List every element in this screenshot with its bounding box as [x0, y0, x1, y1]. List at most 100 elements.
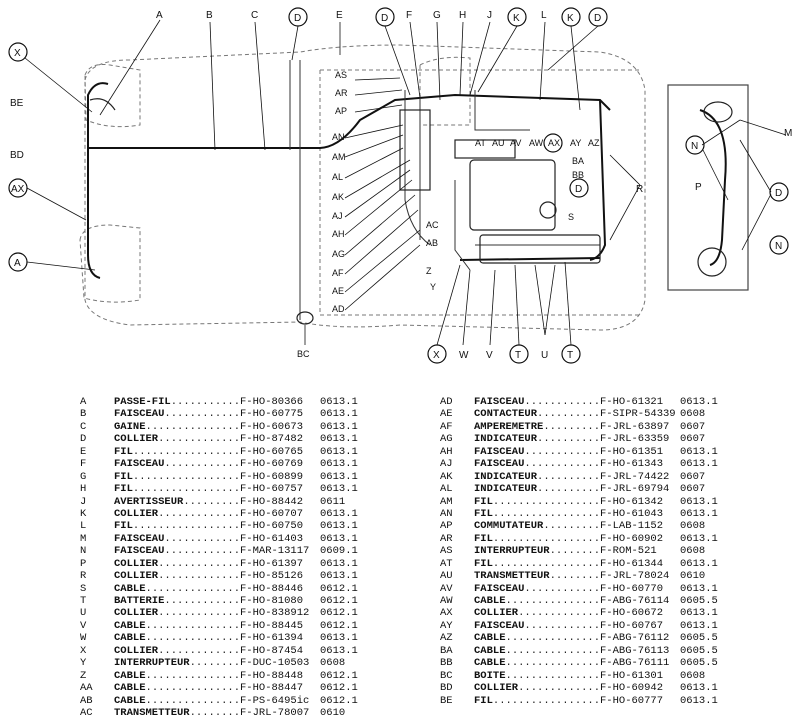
part-reference: F-SIPR-54339: [600, 408, 676, 421]
callout-al: AL: [332, 172, 343, 182]
part-category: 0613.1: [320, 644, 358, 657]
part-name: CABLE: [114, 582, 146, 595]
leader-dots: ................................: [158, 433, 240, 446]
leader-dots: ................................: [189, 706, 240, 719]
parts-row: VCABLE................................F-…: [80, 620, 400, 632]
parts-row: CGAINE................................F-…: [80, 421, 400, 433]
callout-az: AZ: [588, 138, 600, 148]
part-code: AB: [80, 694, 93, 707]
part-reference: F-HO-61043: [600, 507, 664, 520]
callout-n-1: N: [691, 141, 698, 152]
part-reference: F-JRL-63359: [600, 433, 670, 446]
parts-row: HFIL................................F-HO…: [80, 483, 400, 495]
part-code: AA: [80, 682, 93, 695]
part-category: 0613.1: [320, 570, 358, 583]
leader-dots: ................................: [492, 495, 600, 508]
part-code: AH: [440, 445, 453, 458]
part-name: CABLE: [474, 632, 506, 645]
part-code: P: [80, 557, 87, 570]
part-name: INDICATEUR: [474, 483, 538, 496]
callout-m: M: [784, 128, 792, 139]
part-category: 0607: [680, 433, 706, 446]
part-name-cell: FAISCEAU................................: [474, 620, 600, 632]
leader-dots: ................................: [183, 495, 240, 508]
parts-row: BBCABLE................................F…: [440, 657, 760, 669]
part-name: AMPEREMETRE: [474, 420, 544, 433]
callout-c: C: [251, 10, 258, 21]
part-code: BC: [440, 669, 453, 682]
callout-am: AM: [332, 152, 346, 162]
part-reference: F-HO-838912: [240, 607, 310, 620]
part-category: 0612.1: [320, 595, 358, 607]
part-name-cell: CABLE................................: [474, 595, 600, 607]
part-reference: F-HO-61344: [600, 557, 664, 570]
parts-row: NFAISCEAU...............................…: [80, 545, 400, 557]
part-code: AY: [440, 619, 453, 632]
callout-ab: AB: [426, 238, 438, 248]
part-category: 0608: [680, 520, 706, 533]
part-code: V: [80, 619, 87, 632]
leader-dots: ................................: [505, 657, 600, 670]
part-category: 0608: [320, 657, 346, 670]
part-name-cell: CABLE................................: [474, 645, 600, 657]
part-name-cell: TRANSMETTEUR............................…: [474, 570, 600, 582]
part-name-cell: CABLE................................: [474, 657, 600, 669]
part-category: 0613.1: [320, 470, 358, 483]
parts-row: AKINDICATEUR............................…: [440, 471, 760, 483]
parts-row: AY FAISCEAU..............................…: [440, 620, 760, 632]
part-category: 0605.5: [680, 644, 718, 657]
leader-dots: ................................: [158, 570, 240, 583]
leader-dots: ................................: [189, 657, 240, 670]
part-code: N: [80, 545, 87, 558]
part-name: COLLIER: [474, 682, 519, 695]
part-reference: F-HO-61394: [240, 632, 304, 645]
parts-row: AECONTACTEUR............................…: [440, 408, 760, 420]
part-code: BA: [440, 644, 453, 657]
part-reference: F-ROM-521: [600, 545, 657, 558]
callout-g: G: [433, 10, 441, 21]
part-code: R: [80, 570, 87, 583]
part-code: AF: [440, 420, 453, 433]
part-category: 0608: [680, 545, 706, 558]
part-reference: F-HO-85126: [240, 570, 304, 583]
part-code: S: [80, 582, 87, 595]
callout-ak: AK: [332, 192, 344, 202]
part-name: FIL: [474, 495, 493, 508]
leader-dots: ................................: [505, 669, 600, 682]
parts-row: ARFIL................................F-H…: [440, 533, 760, 545]
part-name: FIL: [114, 483, 133, 496]
parts-row: JAVERTISSEUR............................…: [80, 496, 400, 508]
part-category: 0605.5: [680, 595, 718, 607]
part-name: CABLE: [114, 694, 146, 707]
part-name: COLLIER: [114, 433, 159, 446]
part-category: 0612.1: [320, 682, 358, 695]
part-category: 0613.1: [680, 682, 718, 695]
part-category: 0613.1: [680, 557, 718, 570]
part-name-cell: FIL................................: [114, 471, 240, 483]
part-name-cell: COMMUTATEUR.............................…: [474, 520, 600, 532]
callout-ba: BA: [572, 156, 584, 166]
callout-x: X: [14, 48, 21, 59]
part-category: 0613.1: [680, 507, 718, 520]
parts-row: UCOLLIER................................…: [80, 607, 400, 619]
leader-dots: ................................: [524, 582, 600, 595]
parts-row: GFIL................................F-HO…: [80, 471, 400, 483]
part-name-cell: FIL................................: [474, 695, 600, 707]
part-category: 0613.1: [320, 420, 358, 433]
part-name: COLLIER: [114, 507, 159, 520]
part-name-cell: INTERRUPTEUR............................…: [114, 657, 240, 669]
parts-row: ALINDICATEUR............................…: [440, 483, 760, 495]
leader-dots: ................................: [492, 694, 600, 707]
callout-ax: AX: [11, 184, 25, 195]
part-reference: F-JRL-78007: [240, 706, 310, 719]
part-name-cell: PASSE-FIL...............................…: [114, 396, 240, 408]
part-category: 0612.1: [320, 669, 358, 682]
part-name: CABLE: [474, 644, 506, 657]
part-code: J: [80, 495, 87, 508]
part-reference: F-HO-87482: [240, 433, 304, 446]
part-category: 0608: [680, 669, 706, 682]
part-name: CABLE: [114, 669, 146, 682]
part-code: AU: [440, 570, 453, 583]
callout-be: BE: [10, 98, 24, 109]
callout-at: AT: [475, 138, 486, 148]
